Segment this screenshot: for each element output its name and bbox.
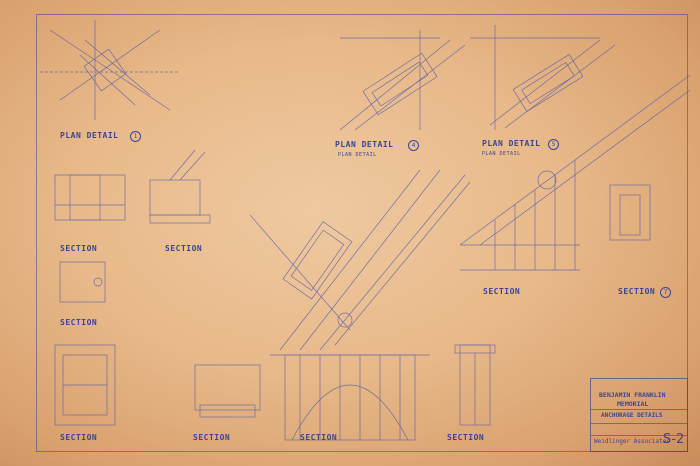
section-label-i: SECTION <box>618 287 656 296</box>
main-strut-drawing <box>249 169 471 351</box>
plan-detail-4-sublabel: PLAN DETAIL <box>338 152 377 158</box>
title-block: BENJAMIN FRANKLIN MEMORIAL ANCHORAGE DET… <box>590 378 688 452</box>
plan-detail-1-drawing <box>40 20 180 120</box>
plan-detail-5-drawing <box>470 25 616 130</box>
detail-1-marker: 1 <box>130 131 141 142</box>
project-title-line2: MEMORIAL <box>617 400 649 408</box>
plan-detail-4-drawing <box>339 30 466 131</box>
plan-detail-5-sublabel: PLAN DETAIL <box>482 151 521 157</box>
section-label-f: SECTION <box>300 433 338 442</box>
foundation-arch-drawing <box>270 354 430 441</box>
section-bottom-left-drawing <box>194 364 261 418</box>
section-left-drawings <box>54 149 211 426</box>
sheet-number: S-2 <box>663 432 685 447</box>
section-label-e: SECTION <box>193 433 231 442</box>
plan-detail-4-label: PLAN DETAIL <box>335 140 394 149</box>
detail-7-marker: 7 <box>660 287 671 298</box>
section-label-g: SECTION <box>447 433 485 442</box>
drawing-title: ANCHORAGE DETAILS <box>601 412 663 419</box>
project-title-line1: BENJAMIN FRANKLIN <box>599 391 666 399</box>
section-label-c: SECTION <box>60 318 98 327</box>
sheet-border <box>36 14 688 452</box>
section-right-drawing <box>459 74 691 271</box>
plan-detail-5-label: PLAN DETAIL <box>482 139 541 148</box>
title-block-divider-3 <box>591 435 687 436</box>
pier-section-drawing <box>454 344 496 426</box>
title-block-divider-2 <box>591 423 687 424</box>
section-label-b: SECTION <box>165 244 203 253</box>
detail-5-marker: 5 <box>548 139 559 150</box>
section-label-d: SECTION <box>60 433 98 442</box>
title-block-divider-1 <box>591 409 687 410</box>
section-label-a: SECTION <box>60 244 98 253</box>
plan-detail-1-label: PLAN DETAIL <box>60 131 119 140</box>
detail-4-marker: 4 <box>408 140 419 151</box>
firm-name: Weidlinger Associates <box>594 438 670 445</box>
section-label-h: SECTION <box>483 287 521 296</box>
